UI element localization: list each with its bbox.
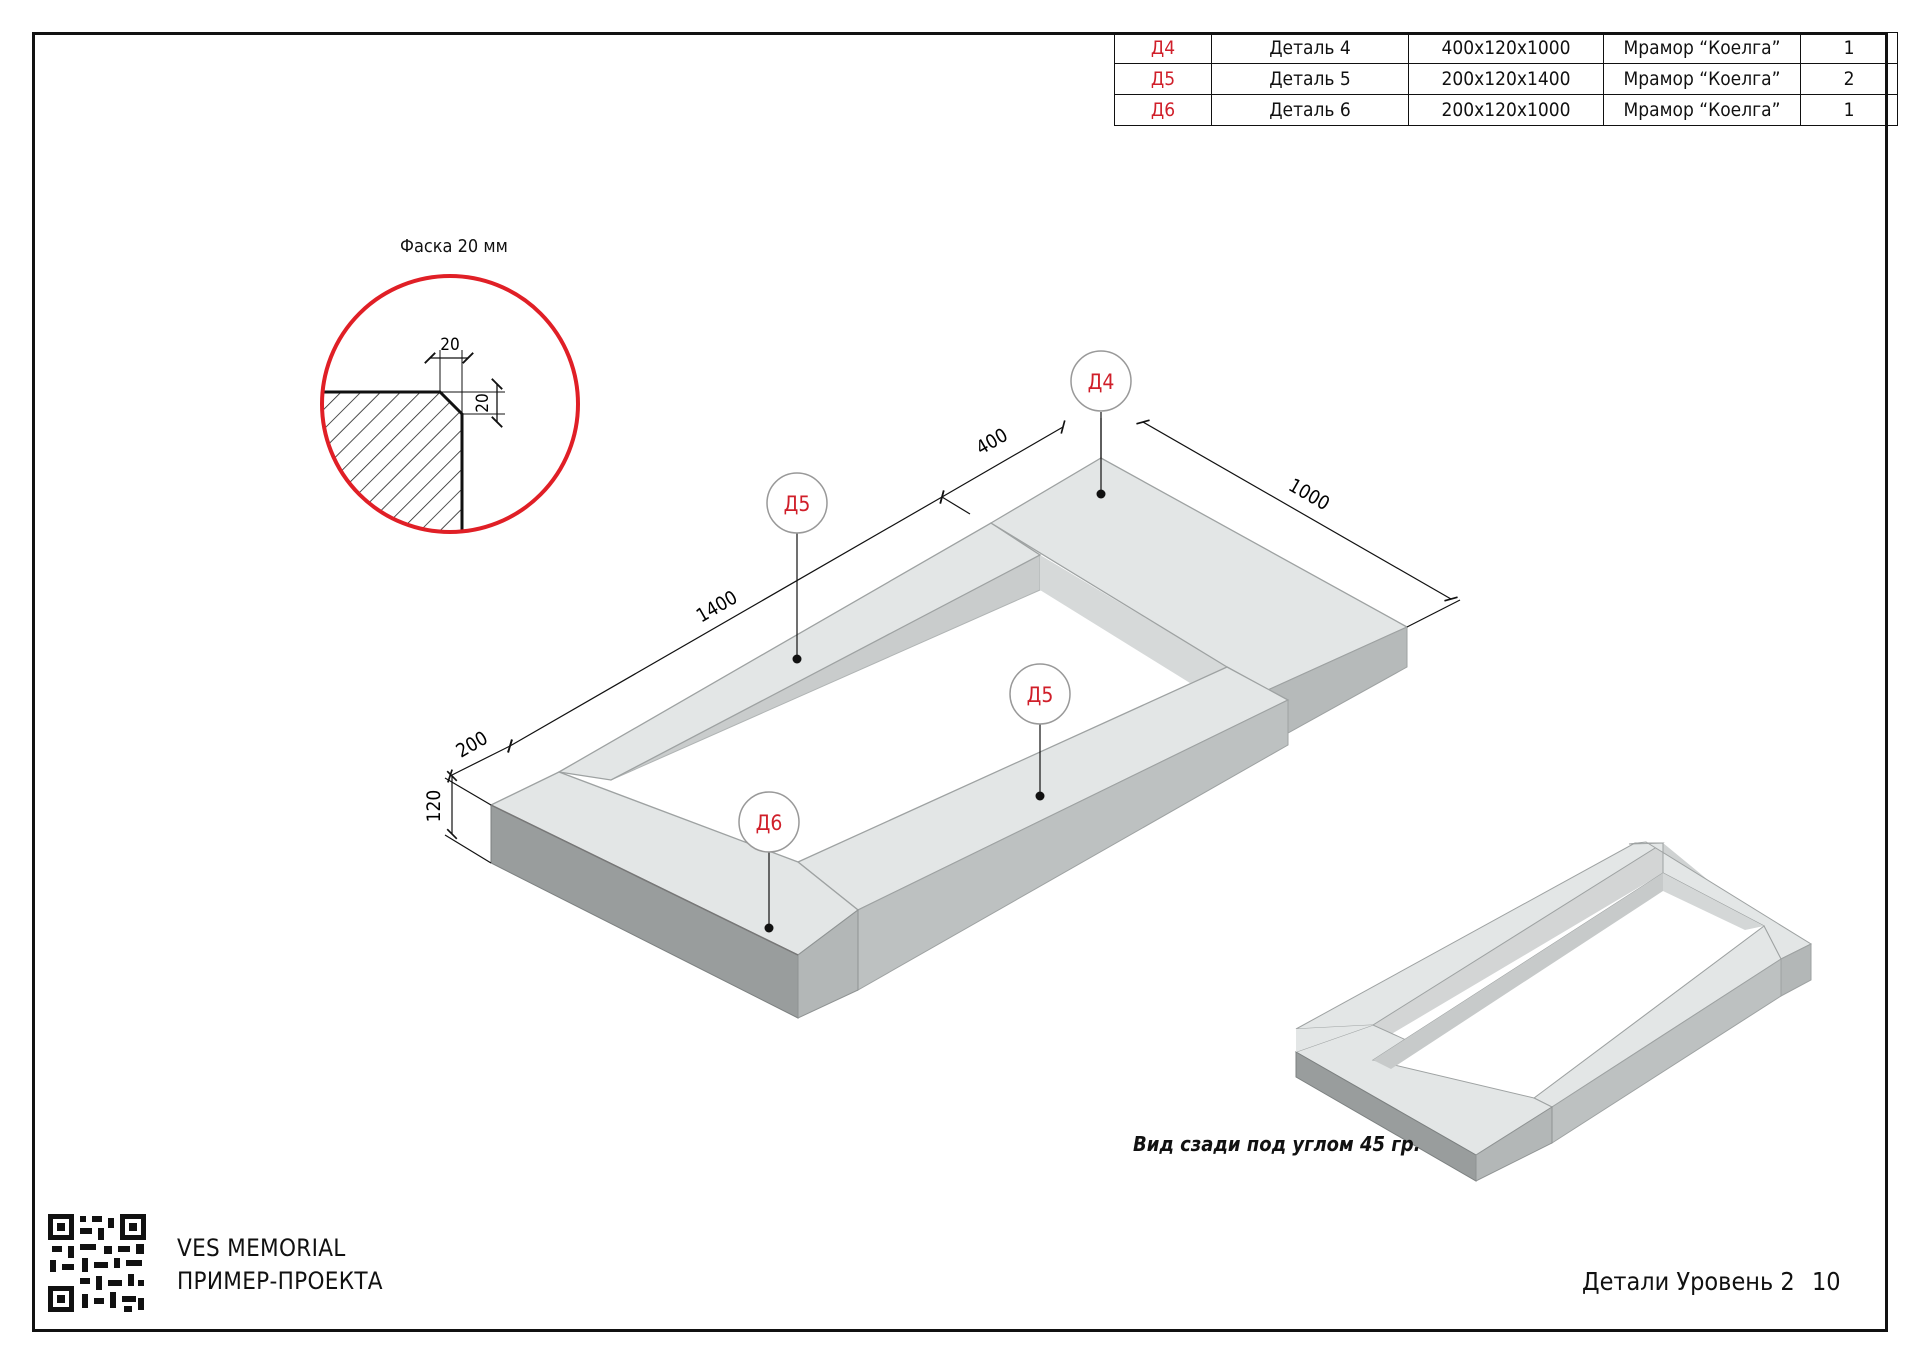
part-size: 200x120x1400 xyxy=(1408,63,1604,95)
part-material: Мрамор “Коелга” xyxy=(1603,94,1801,126)
dim-width: 1000 xyxy=(1285,474,1334,515)
part-name: Деталь 6 xyxy=(1211,94,1409,126)
dim-height: 120 xyxy=(423,790,445,823)
sheet-frame xyxy=(32,32,1888,1332)
table-row: Д5 Деталь 5 200x120x1400 Мрамор “Коелга”… xyxy=(1114,63,1898,95)
chamfer-detail-title: Фаска 20 мм xyxy=(400,236,508,257)
chamfer-dim-vertical: 20 xyxy=(473,393,493,412)
part-size: 200x120x1000 xyxy=(1408,94,1604,126)
project-name: ПРИМЕР-ПРОЕКТА xyxy=(177,1267,383,1295)
part-name: Деталь 4 xyxy=(1211,32,1409,64)
chamfer-section xyxy=(322,390,464,532)
dim-d4-width: 400 xyxy=(972,424,1011,459)
callout-d5-back: Д5 xyxy=(766,472,828,664)
detail-circle xyxy=(320,274,580,534)
qr-code-icon xyxy=(48,1214,146,1312)
part-code: Д6 xyxy=(1114,94,1212,126)
part-material: Мрамор “Коелга” xyxy=(1603,63,1801,95)
main-assembly: 1400 400 1000 200 120 Д4 Д5 xyxy=(423,350,1461,1019)
rear-view-caption: Вид сзади под углом 45 гр. xyxy=(1133,1132,1421,1156)
part-name: Деталь 5 xyxy=(1211,63,1409,95)
chamfer-dim-horizontal: 20 xyxy=(440,335,459,355)
company-name: VES MEMORIAL xyxy=(177,1234,346,1262)
table-row: Д4 Деталь 4 400x120x1000 Мрамор “Коелга”… xyxy=(1114,32,1898,64)
svg-text:Д5: Д5 xyxy=(1027,683,1054,707)
callout-d6: Д6 xyxy=(738,791,800,933)
part-qty: 1 xyxy=(1800,94,1898,126)
table-row: Д6 Деталь 6 200x120x1000 Мрамор “Коелга”… xyxy=(1114,94,1898,126)
svg-text:Д4: Д4 xyxy=(1088,370,1115,394)
part-qty: 2 xyxy=(1800,63,1898,95)
svg-text:Д6: Д6 xyxy=(756,811,783,835)
rear-view xyxy=(1294,841,1813,1182)
sheet-number: 10 xyxy=(1812,1267,1841,1296)
svg-text:Д5: Д5 xyxy=(784,492,811,516)
dim-beam-width: 200 xyxy=(452,727,491,762)
sheet-title: Детали Уровень 2 xyxy=(1582,1267,1795,1296)
dim-length: 1400 xyxy=(693,586,742,627)
part-material: Мрамор “Коелга” xyxy=(1603,32,1801,64)
callout-d4: Д4 xyxy=(1070,350,1132,499)
callout-d5-front: Д5 xyxy=(1009,663,1071,801)
chamfer-detail: 20 20 xyxy=(320,274,580,534)
spec-table: Д4 Деталь 4 400x120x1000 Мрамор “Коелга”… xyxy=(1114,32,1898,126)
